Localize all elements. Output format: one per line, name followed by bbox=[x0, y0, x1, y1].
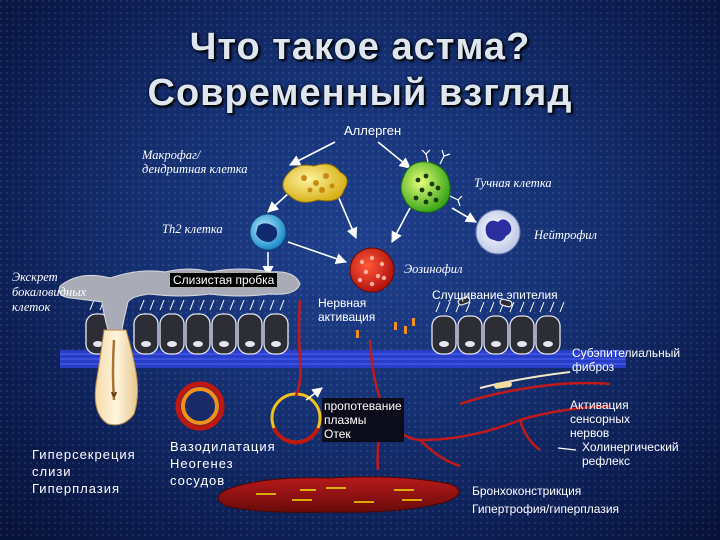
neutrophil-cell bbox=[476, 210, 520, 254]
cholinergic-arrow bbox=[558, 448, 576, 450]
label-macrophage: Макрофаг/ дендритная клетка bbox=[142, 148, 248, 176]
th2-cell bbox=[250, 214, 286, 250]
label-neutrophil: Нейтрофил bbox=[534, 228, 597, 242]
sensory-nerve bbox=[480, 372, 570, 389]
label-goblet-secretion: Экскрет бокаловидных клеток bbox=[12, 270, 86, 315]
label-subepithelial-fibrosis: Субэпителиальный фиброз bbox=[572, 346, 680, 374]
blood-vessel-dilated bbox=[178, 384, 222, 428]
label-vasodilation: Вазодилатация Неогенез сосудов bbox=[170, 438, 276, 489]
label-nerve-activation: Нервная активация bbox=[318, 296, 375, 324]
eosinophil-cell bbox=[350, 248, 394, 292]
label-cholinergic-reflex: Холинергический рефлекс bbox=[582, 440, 679, 468]
label-bronchoconstriction: Бронхоконстрикция bbox=[472, 484, 581, 498]
submucosal-gland bbox=[95, 330, 137, 425]
label-epithelial-shedding: Слущивание эпителия bbox=[432, 288, 558, 302]
label-th2-cell: Th2 клетка bbox=[162, 222, 223, 236]
epithelium-right bbox=[432, 296, 560, 354]
label-allergen: Аллерген bbox=[344, 124, 401, 138]
label-mucus-plug: Слизистая пробка bbox=[170, 273, 277, 287]
label-sensory-activation: Активация сенсорных нервов bbox=[570, 398, 630, 440]
macrophage-cell bbox=[283, 164, 347, 202]
label-mast-cell: Тучная клетка bbox=[474, 176, 552, 190]
label-hypersecretion: Гиперсекреция слизи Гиперплазия bbox=[32, 446, 136, 497]
mast-cell bbox=[401, 150, 462, 212]
label-plasma-leak: пропотевание плазмы Отек bbox=[322, 398, 404, 442]
label-eosinophil: Эозинофил bbox=[404, 262, 462, 276]
label-hypertrophy: Гипертрофия/гиперплазия bbox=[472, 502, 619, 516]
